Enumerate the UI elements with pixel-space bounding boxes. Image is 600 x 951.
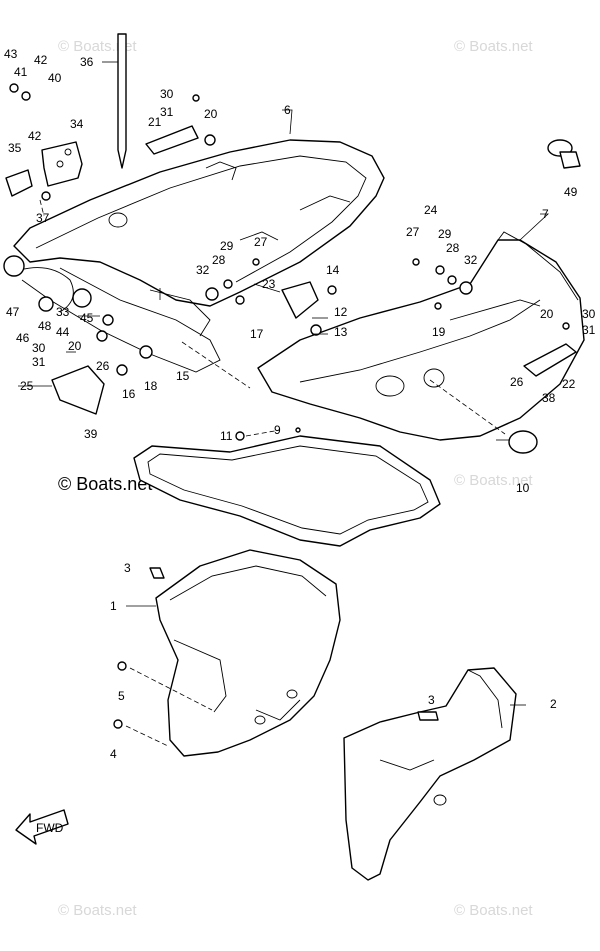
part-35-lever: [5, 169, 33, 197]
callout: 47: [6, 305, 20, 319]
fwd-arrow-icon: FWD: [15, 809, 69, 845]
part-22-handle: [523, 343, 577, 377]
callout: 5: [118, 689, 125, 703]
callout: 27: [254, 235, 268, 249]
callout: 37: [36, 211, 50, 225]
callout: 38: [542, 391, 556, 405]
callout: 33: [56, 305, 70, 319]
part-6-upper-cover-port: [13, 139, 385, 373]
watermark-main: © Boats.net: [58, 474, 153, 494]
callout: 48: [38, 319, 52, 333]
part-49-grommet: [547, 139, 581, 169]
callout: 43: [4, 47, 18, 61]
callout: 20: [540, 307, 554, 321]
callout: 9: [274, 423, 281, 437]
part-36-rod: [117, 33, 127, 169]
callout: 41: [14, 65, 28, 79]
callout: 19: [432, 325, 446, 339]
callout: 15: [176, 369, 190, 383]
part-9-seal: [133, 435, 441, 547]
callout: 24: [424, 203, 438, 217]
callout: 4: [110, 747, 117, 761]
callout: 32: [464, 253, 478, 267]
callout: 28: [446, 241, 460, 255]
part-21-latch: [145, 125, 199, 155]
part-34-bracket: [41, 141, 83, 187]
callout-labels: 43 42 41 40 36 30 31 21 20 6 34 35 42 37…: [4, 47, 596, 761]
callout: 35: [8, 141, 22, 155]
callout: 31: [160, 105, 174, 119]
callout: 30: [160, 87, 174, 101]
callout: 17: [250, 327, 264, 341]
callout: 42: [34, 53, 48, 67]
assembly-lines: [39, 199, 506, 747]
watermark-top-left: © Boats.net: [58, 38, 137, 55]
callout: 18: [144, 379, 158, 393]
leader-lines: [18, 61, 550, 706]
part-10-plug: [508, 430, 538, 454]
callout: 31: [32, 355, 46, 369]
callout: 2: [550, 697, 557, 711]
callout: 44: [56, 325, 70, 339]
callout: 29: [438, 227, 452, 241]
callout: 3: [124, 561, 131, 575]
callout: 34: [70, 117, 84, 131]
callout: 30: [582, 307, 596, 321]
callout: 27: [406, 225, 420, 239]
watermark-top-right: © Boats.net: [454, 38, 533, 55]
callout: 26: [96, 359, 110, 373]
callout: 13: [334, 325, 348, 339]
watermark-mid-right: © Boats.net: [454, 472, 533, 489]
callout: 6: [284, 103, 291, 117]
part-1-lower-cover-port: [155, 549, 341, 757]
callout: 39: [84, 427, 98, 441]
callout: 26: [510, 375, 524, 389]
callout: 45: [80, 311, 94, 325]
small-fasteners: [3, 83, 570, 729]
callout: 12: [334, 305, 348, 319]
callout: 30: [32, 341, 46, 355]
watermark-bottom-right: © Boats.net: [454, 902, 533, 919]
callout: 23: [262, 277, 276, 291]
callout: 10: [516, 481, 530, 495]
watermark-bottom-left: © Boats.net: [58, 902, 137, 919]
callout: 7: [542, 207, 549, 221]
callout: 40: [48, 71, 62, 85]
callout: 20: [68, 339, 82, 353]
fwd-label: FWD: [36, 821, 64, 835]
callout: 22: [562, 377, 576, 391]
callout: 25: [20, 379, 34, 393]
part-7-upper-cover-starboard: [257, 231, 585, 441]
callout: 49: [564, 185, 578, 199]
callout: 3: [428, 693, 435, 707]
callout: 14: [326, 263, 340, 277]
callout: 36: [80, 55, 94, 69]
callout: 31: [582, 323, 596, 337]
callout: 1: [110, 599, 117, 613]
callout: 32: [196, 263, 210, 277]
callout: 29: [220, 239, 234, 253]
part-2-lower-cover-starboard: [343, 667, 517, 881]
callout: 20: [204, 107, 218, 121]
callout: 11: [220, 429, 233, 443]
callout: 42: [28, 129, 42, 143]
callout: 46: [16, 331, 30, 345]
callout: 28: [212, 253, 226, 267]
callout: 16: [122, 387, 136, 401]
callout: 21: [148, 115, 162, 129]
part-25-handle: [51, 365, 105, 415]
